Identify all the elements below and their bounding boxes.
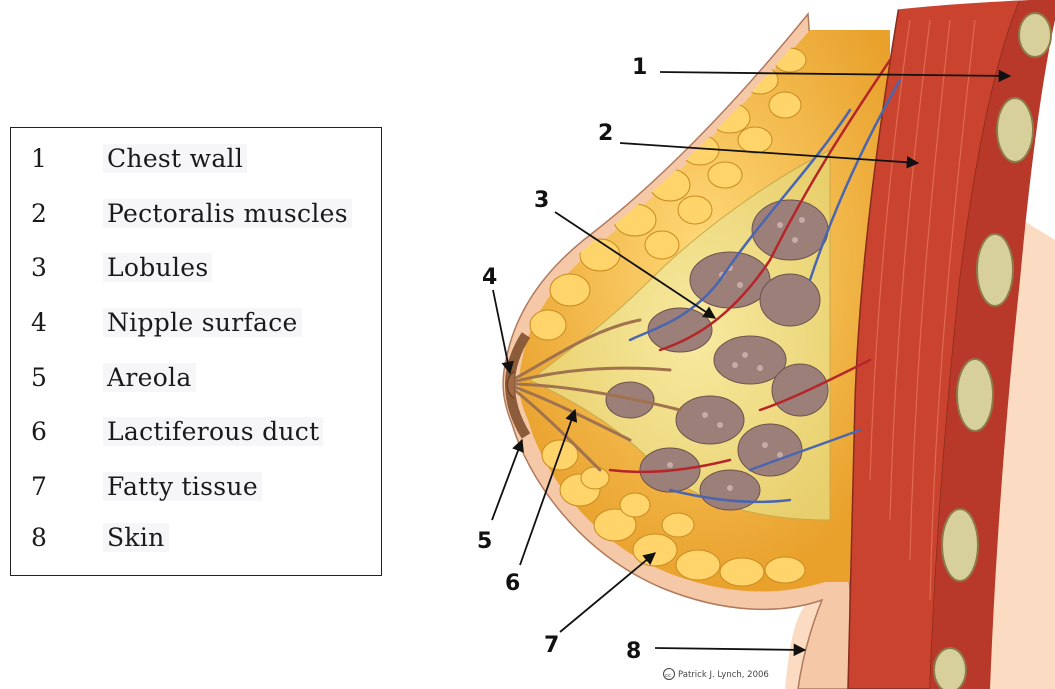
cc-badge-text: cc xyxy=(665,673,671,679)
illustration-credit: Patrick J. Lynch, 2006 xyxy=(678,670,769,680)
legend-term: Fatty tissue xyxy=(103,472,262,501)
legend-term: Chest wall xyxy=(103,144,247,173)
callout-arrow-7 xyxy=(560,553,655,632)
callout-arrow-8 xyxy=(655,648,805,650)
legend-term: Skin xyxy=(103,523,169,552)
callout-arrow-4 xyxy=(493,290,510,373)
legend-term: Lactiferous duct xyxy=(103,417,323,446)
callout-arrow-5 xyxy=(492,440,522,520)
callout-number-6: 6 xyxy=(505,571,520,596)
callout-number-8: 8 xyxy=(626,639,641,664)
legend-term: Pectoralis muscles xyxy=(103,199,352,228)
legend-number: 3 xyxy=(31,253,47,282)
legend-term: Nipple surface xyxy=(103,308,302,337)
legend-number: 7 xyxy=(31,472,47,501)
callout-number-4: 4 xyxy=(482,265,497,290)
legend-number: 1 xyxy=(31,144,47,173)
legend-term: Lobules xyxy=(103,253,212,282)
callout-number-2: 2 xyxy=(598,121,613,146)
legend-number: 6 xyxy=(31,417,47,446)
legend-term: Areola xyxy=(103,363,196,392)
callout-number-5: 5 xyxy=(477,529,492,554)
legend-number: 4 xyxy=(31,308,47,337)
callout-number-3: 3 xyxy=(534,188,549,213)
legend-number: 5 xyxy=(31,363,47,392)
breast-anatomy-illustration: 1 2 3 4 5 6 7 8 cc Patrick J. Lynch, 200… xyxy=(430,0,1055,689)
legend-number: 8 xyxy=(31,523,47,552)
callout-number-7: 7 xyxy=(544,633,559,658)
callout-number-1: 1 xyxy=(632,55,647,80)
legend-box: 1 Chest wall 2 Pectoralis muscles 3 Lobu… xyxy=(10,127,382,576)
legend-number: 2 xyxy=(31,199,47,228)
